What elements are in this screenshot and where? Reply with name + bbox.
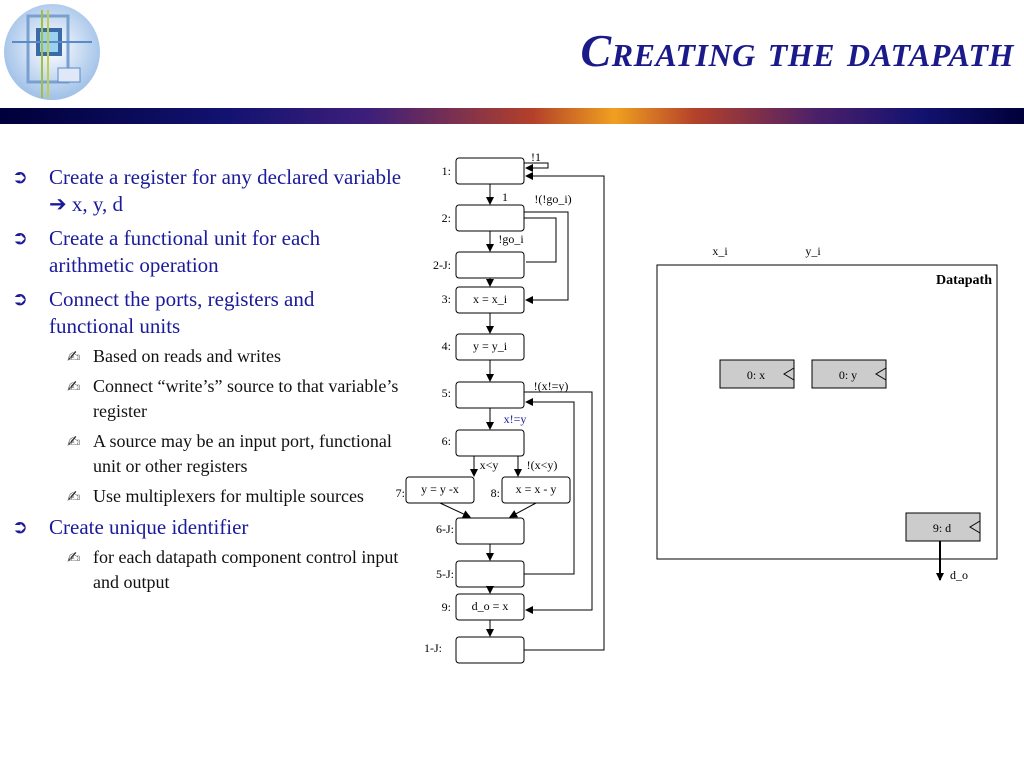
svg-text:!(x!=y): !(x!=y) xyxy=(534,379,569,393)
svg-text:6:: 6: xyxy=(442,434,451,448)
state-6-box xyxy=(455,429,525,457)
pen-icon: ✍ xyxy=(67,487,81,506)
svg-text:d_o = x: d_o = x xyxy=(472,599,509,613)
svg-text:0: x: 0: x xyxy=(747,368,765,382)
sub-bullet-reads-writes: ✍ Based on reads and writes xyxy=(12,344,404,369)
svg-text:5-J:: 5-J: xyxy=(436,567,454,581)
pen-icon: ✍ xyxy=(67,347,81,366)
fsm-conditions: !1 1 !(!go_i) !go_i !(x!=y) x!=y x<y !(x… xyxy=(480,150,572,472)
clock-icon xyxy=(875,367,887,381)
output-d-o: d_o xyxy=(950,568,968,582)
svg-text:x = x - y: x = x - y xyxy=(516,482,557,496)
svg-text:2-J:: 2-J: xyxy=(433,258,451,272)
svg-text:1:: 1: xyxy=(442,164,451,178)
fsm-state-labels: 1: 2: 2-J: 3: 4: 5: 6: 7: 8: 6-J: 5-J: 9… xyxy=(396,164,500,655)
svg-text:0: y: 0: y xyxy=(839,368,857,382)
datapath-panel: Datapath x_i y_i 0: x 0: y 9: d d_o xyxy=(656,244,998,582)
circular-arrow-icon: ➲ xyxy=(12,166,28,188)
page-title: Creating the datapath xyxy=(580,25,1014,76)
register-x: 0: x xyxy=(719,359,795,389)
svg-text:y = y_i: y = y_i xyxy=(473,339,508,353)
svg-text:x<y: x<y xyxy=(480,458,499,472)
logo xyxy=(2,2,102,102)
svg-text:x!=y: x!=y xyxy=(504,412,527,426)
bullet-identifier: ➲ Create unique identifier xyxy=(12,515,249,539)
fsm-actions: x = x_i y = y_i y = y -x x = x - y d_o =… xyxy=(421,292,556,613)
svg-text:x = x_i: x = x_i xyxy=(473,292,508,306)
svg-text:y = y -x: y = y -x xyxy=(421,482,459,496)
chip-logo-icon xyxy=(4,4,100,100)
fsm-transitions xyxy=(439,162,605,651)
clock-icon xyxy=(783,367,795,381)
register-d: 9: d xyxy=(905,512,981,542)
state-6j-box xyxy=(455,517,525,545)
state-5j-box xyxy=(455,560,525,588)
bullet-functional-unit: ➲ Create a functional unit for each arit… xyxy=(12,226,321,277)
bullet-list: ➲ Create a register for any declared var… xyxy=(12,164,404,600)
svg-text:2:: 2: xyxy=(442,211,451,225)
state-2j-box xyxy=(455,251,525,279)
svg-text:!go_i: !go_i xyxy=(498,232,524,246)
circular-arrow-icon: ➲ xyxy=(12,516,28,538)
svg-text:4:: 4: xyxy=(442,339,451,353)
fsm-state-boxes xyxy=(405,157,571,664)
state-1j-box xyxy=(455,636,525,664)
right-arrow-icon: ➔ xyxy=(49,192,67,216)
sub-bullet-source-types: ✍ A source may be an input port, functio… xyxy=(67,431,392,476)
sub-bullet-write-source: ✍ Connect “write’s” source to that varia… xyxy=(67,376,399,421)
circular-arrow-icon: ➲ xyxy=(12,227,28,249)
input-y-i: y_i xyxy=(805,244,821,258)
pen-icon: ✍ xyxy=(67,432,81,451)
svg-text:!(x<y): !(x<y) xyxy=(527,458,558,472)
bullet-connect: ➲ Connect the ports, registers and funct… xyxy=(12,287,315,338)
sub-bullet-identifier: ✍ for each datapath component control in… xyxy=(67,547,399,592)
register-y: 0: y xyxy=(811,359,887,389)
input-x-i: x_i xyxy=(712,244,728,258)
svg-text:5:: 5: xyxy=(442,386,451,400)
svg-text:1: 1 xyxy=(502,190,508,204)
sub-bullet-multiplexers: ✍ Use multiplexers for multiple sources xyxy=(12,484,404,509)
svg-text:3:: 3: xyxy=(442,292,451,306)
state-2-box xyxy=(455,204,525,232)
svg-text:9: d: 9: d xyxy=(933,521,951,535)
datapath-box xyxy=(656,264,998,560)
clock-icon xyxy=(969,520,981,534)
svg-text:6-J:: 6-J: xyxy=(436,522,454,536)
svg-text:1-J:: 1-J: xyxy=(424,641,442,655)
svg-text:!(!go_i): !(!go_i) xyxy=(534,192,571,206)
circular-arrow-icon: ➲ xyxy=(12,288,28,310)
pen-icon: ✍ xyxy=(67,548,81,567)
svg-text:!1: !1 xyxy=(531,150,541,164)
svg-text:8:: 8: xyxy=(491,486,500,500)
svg-text:9:: 9: xyxy=(442,600,451,614)
state-1-box xyxy=(455,157,525,185)
pen-icon: ✍ xyxy=(67,377,81,396)
state-5-box xyxy=(455,381,525,409)
svg-text:Datapath: Datapath xyxy=(936,273,992,288)
svg-text:7:: 7: xyxy=(396,486,405,500)
title-divider-band xyxy=(0,108,1024,124)
bullet-registers: ➲ Create a register for any declared var… xyxy=(12,165,402,216)
